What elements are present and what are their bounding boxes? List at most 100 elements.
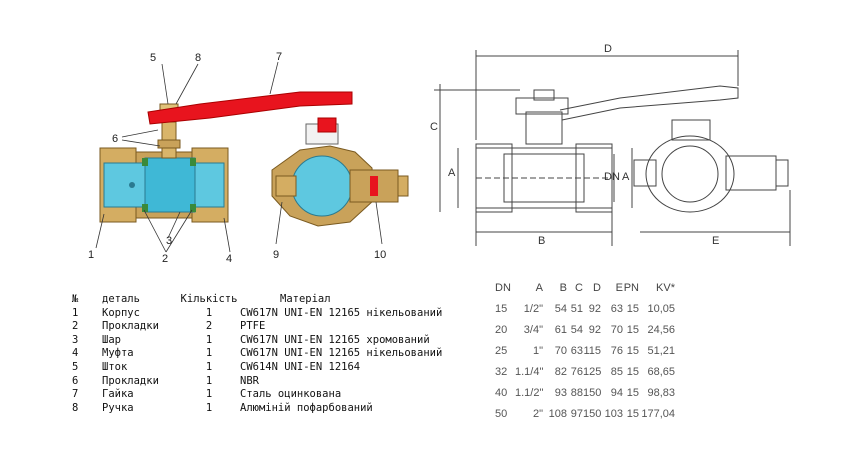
dims-cell: 115 <box>583 345 601 357</box>
callout-3: 3 <box>166 235 172 247</box>
parts-row: 6 Прокладки 1 NBR <box>72 375 590 389</box>
dim-label-c: C <box>430 121 438 133</box>
parts-cell-material: PTFE <box>240 320 266 333</box>
parts-header-material: Матеріал <box>280 293 331 305</box>
dim-label-a-right: A <box>622 171 630 183</box>
parts-cell-part: Ручка <box>102 401 134 414</box>
parts-cell-no: 7 <box>72 388 79 401</box>
parts-cell-qty: 1 <box>205 333 213 346</box>
parts-cell-part: Шар <box>102 333 121 346</box>
parts-row: 1 Корпус 1 CW617N UNI-EN 12165 нікельова… <box>72 307 590 321</box>
dims-header-e: E <box>615 282 623 294</box>
dims-cell: 54 <box>570 324 583 336</box>
dims-cell: 54 <box>554 303 567 315</box>
parts-cell-material: CW614N UNI-EN 12164 <box>240 360 361 373</box>
parts-cell-material: CW617N UNI-EN 12165 хромований <box>240 333 430 346</box>
parts-cell-no: 6 <box>72 374 79 387</box>
callout-2: 2 <box>162 253 168 265</box>
dims-header-c: C <box>575 282 583 294</box>
parts-cell-part: Прокладки <box>102 374 159 387</box>
parts-cell-material: CW617N UNI-EN 12165 нікельований <box>240 306 443 319</box>
parts-cell-material: Алюміній пофарбований <box>240 401 373 414</box>
colored-section-view: 5 8 7 6 1 3 2 4 <box>88 51 353 265</box>
dims-header-kv: KV* <box>656 282 675 294</box>
callout-7: 7 <box>276 51 282 63</box>
dims-cell: 2" <box>532 408 543 420</box>
callout-10: 10 <box>374 249 386 261</box>
parts-header-qty: Кількість <box>180 293 238 305</box>
dims-cell: 85 <box>610 366 623 378</box>
dims-cell: 1/2" <box>523 303 543 315</box>
callout-1: 1 <box>88 249 94 261</box>
dims-cell: 24,56 <box>647 324 675 336</box>
dims-row: 40 1.1/2" 93 88 150 94 15 98,83 <box>495 383 675 404</box>
dims-cell: 108 <box>548 408 567 420</box>
parts-row: 7 Гайка 1 Сталь оцинкована <box>72 388 590 402</box>
dims-cell: 150 <box>583 387 602 399</box>
parts-header-part: деталь <box>102 293 140 305</box>
dims-header-pn: PN <box>623 282 639 294</box>
dims-cell: 94 <box>610 387 623 399</box>
parts-cell-no: 4 <box>72 347 79 360</box>
dims-cell: 103 <box>604 408 623 420</box>
dims-cell: 3/4" <box>523 324 543 336</box>
dims-header-dn: DN <box>495 282 511 294</box>
parts-cell-no: 8 <box>72 401 79 414</box>
parts-cell-part: Корпус <box>102 306 140 319</box>
parts-cell-no: 5 <box>72 360 79 373</box>
dimensions-table: DN A B C D E PN KV* 15 1/2" 54 51 92 63 … <box>495 278 675 425</box>
parts-row: 4 Муфта 1 CW617N UNI-EN 12165 нікельован… <box>72 347 590 361</box>
parts-cell-material: NBR <box>240 374 259 387</box>
dims-cell: 177,04 <box>641 408 675 420</box>
parts-cell-no: 3 <box>72 333 79 346</box>
callout-4: 4 <box>226 253 232 265</box>
callout-8: 8 <box>195 52 201 64</box>
dims-cell: 25 <box>495 345 508 357</box>
parts-cell-no: 1 <box>72 306 79 319</box>
dim-label-a-left: A <box>448 167 456 179</box>
valve-drawings: 5 8 7 6 1 3 2 4 9 10 <box>88 43 791 265</box>
dims-row: 25 1" 70 63 115 76 15 51,21 <box>495 341 675 362</box>
dims-cell: 40 <box>495 387 508 399</box>
dim-label-b: B <box>538 235 545 247</box>
parts-cell-material: Сталь оцинкована <box>240 388 342 401</box>
dims-cell: 32 <box>495 366 508 378</box>
parts-row: 8 Ручка 1 Алюміній пофарбований <box>72 402 590 416</box>
dims-cell: 76 <box>610 345 623 357</box>
dims-cell: 1.1/4" <box>515 366 544 378</box>
dims-cell: 70 <box>610 324 623 336</box>
dims-header-a: A <box>535 282 543 294</box>
parts-cell-qty: 1 <box>205 388 213 401</box>
dims-cell: 88 <box>570 387 583 399</box>
dims-row: 20 3/4" 61 54 92 70 15 24,56 <box>495 320 675 341</box>
dims-cell: 98,83 <box>647 387 675 399</box>
dims-cell: 15 <box>626 366 639 378</box>
dims-cell: 20 <box>495 324 508 336</box>
parts-table: № деталь Кількість Матеріал 1 Корпус 1 C… <box>72 293 590 415</box>
parts-cell-part: Муфта <box>102 347 134 360</box>
parts-table-header: № деталь Кількість Матеріал <box>72 293 590 307</box>
parts-cell-qty: 1 <box>205 374 213 387</box>
dims-cell: 1.1/2" <box>515 387 544 399</box>
callout-6: 6 <box>112 133 118 145</box>
dims-cell: 68,65 <box>647 366 675 378</box>
dims-cell: 15 <box>626 387 639 399</box>
dims-cell: 93 <box>554 387 567 399</box>
dims-cell: 15 <box>626 408 639 420</box>
parts-cell-qty: 1 <box>205 347 213 360</box>
parts-cell-no: 2 <box>72 320 79 333</box>
parts-cell-part: Шток <box>102 360 128 373</box>
dims-cell: 92 <box>588 324 601 336</box>
callout-9: 9 <box>273 249 279 261</box>
parts-cell-qty: 2 <box>205 320 213 333</box>
dims-header-d: D <box>593 282 601 294</box>
dims-cell: 63 <box>610 303 623 315</box>
dims-cell: 1" <box>532 345 543 357</box>
dims-cell: 150 <box>583 408 602 420</box>
parts-header-no: № <box>72 293 79 305</box>
parts-cell-material: CW617N UNI-EN 12165 нікельований <box>240 347 443 360</box>
dims-cell: 51 <box>570 303 583 315</box>
callout-5: 5 <box>150 52 156 64</box>
dims-cell: 50 <box>495 408 508 420</box>
dims-cell: 61 <box>554 324 567 336</box>
